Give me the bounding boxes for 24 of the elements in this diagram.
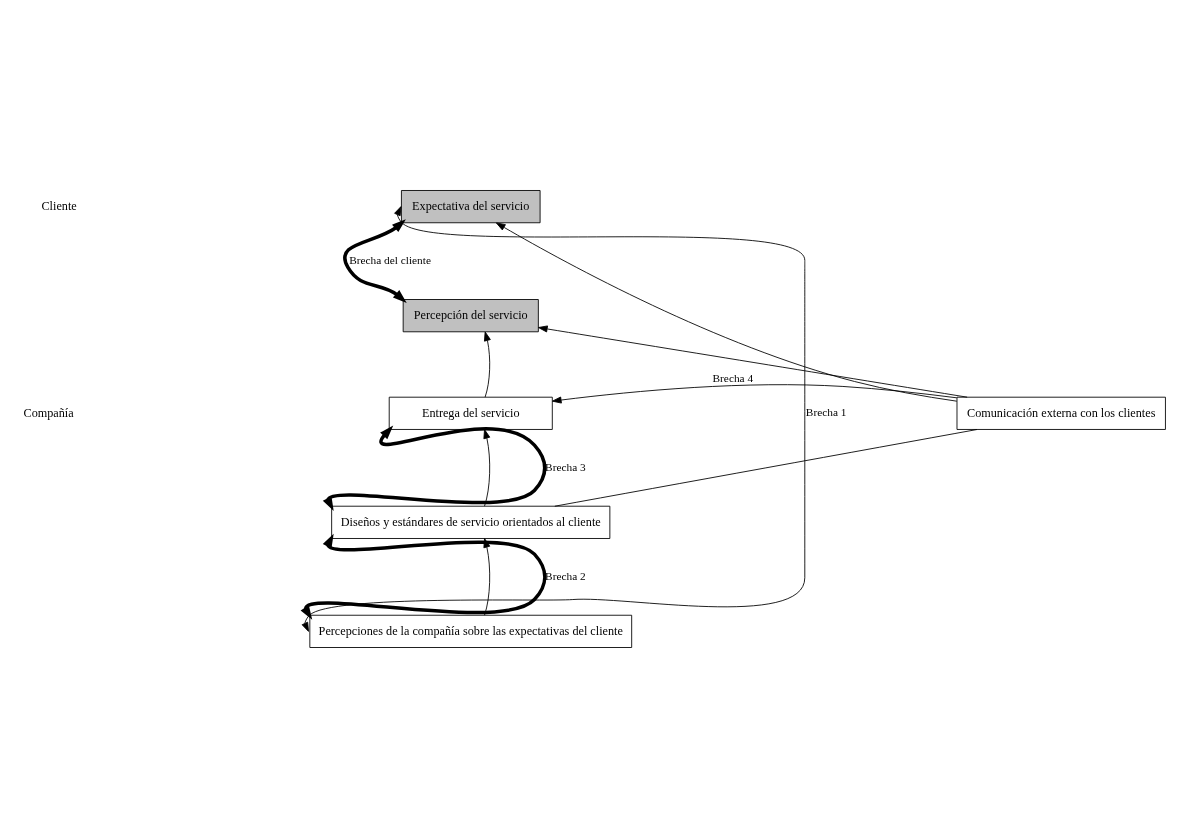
edge-label: Brecha 4 [712, 371, 754, 384]
arrow [301, 205, 806, 632]
edge-label: Brecha 3 [545, 460, 586, 473]
edge-label: Brecha 2 [545, 569, 586, 582]
node-box: Comunicación externa con los clientes [956, 396, 1166, 430]
node-box: Percepciones de la compañía sobre las expectativas del cliente [309, 614, 633, 648]
edge-label: Brecha del cliente [349, 253, 431, 266]
arrow [343, 218, 407, 303]
arrow [484, 331, 491, 397]
node-box: Diseños y estándares de servicio orientados al cliente [331, 505, 611, 539]
arrow [551, 383, 958, 403]
edge-label: Brecha 1 [805, 405, 847, 418]
arrow [538, 324, 968, 398]
label: Compañía [23, 405, 74, 420]
node-box: Entrega del servicio [388, 396, 553, 430]
arrow [322, 425, 547, 511]
node-box: Expectativa del servicio [401, 189, 541, 223]
arrow [300, 533, 547, 620]
arrow [483, 428, 491, 507]
connector [554, 428, 978, 507]
arrow [495, 221, 958, 402]
arrow [483, 537, 491, 616]
node-box: Percepción del servicio [402, 298, 539, 332]
label: Cliente [41, 198, 77, 213]
